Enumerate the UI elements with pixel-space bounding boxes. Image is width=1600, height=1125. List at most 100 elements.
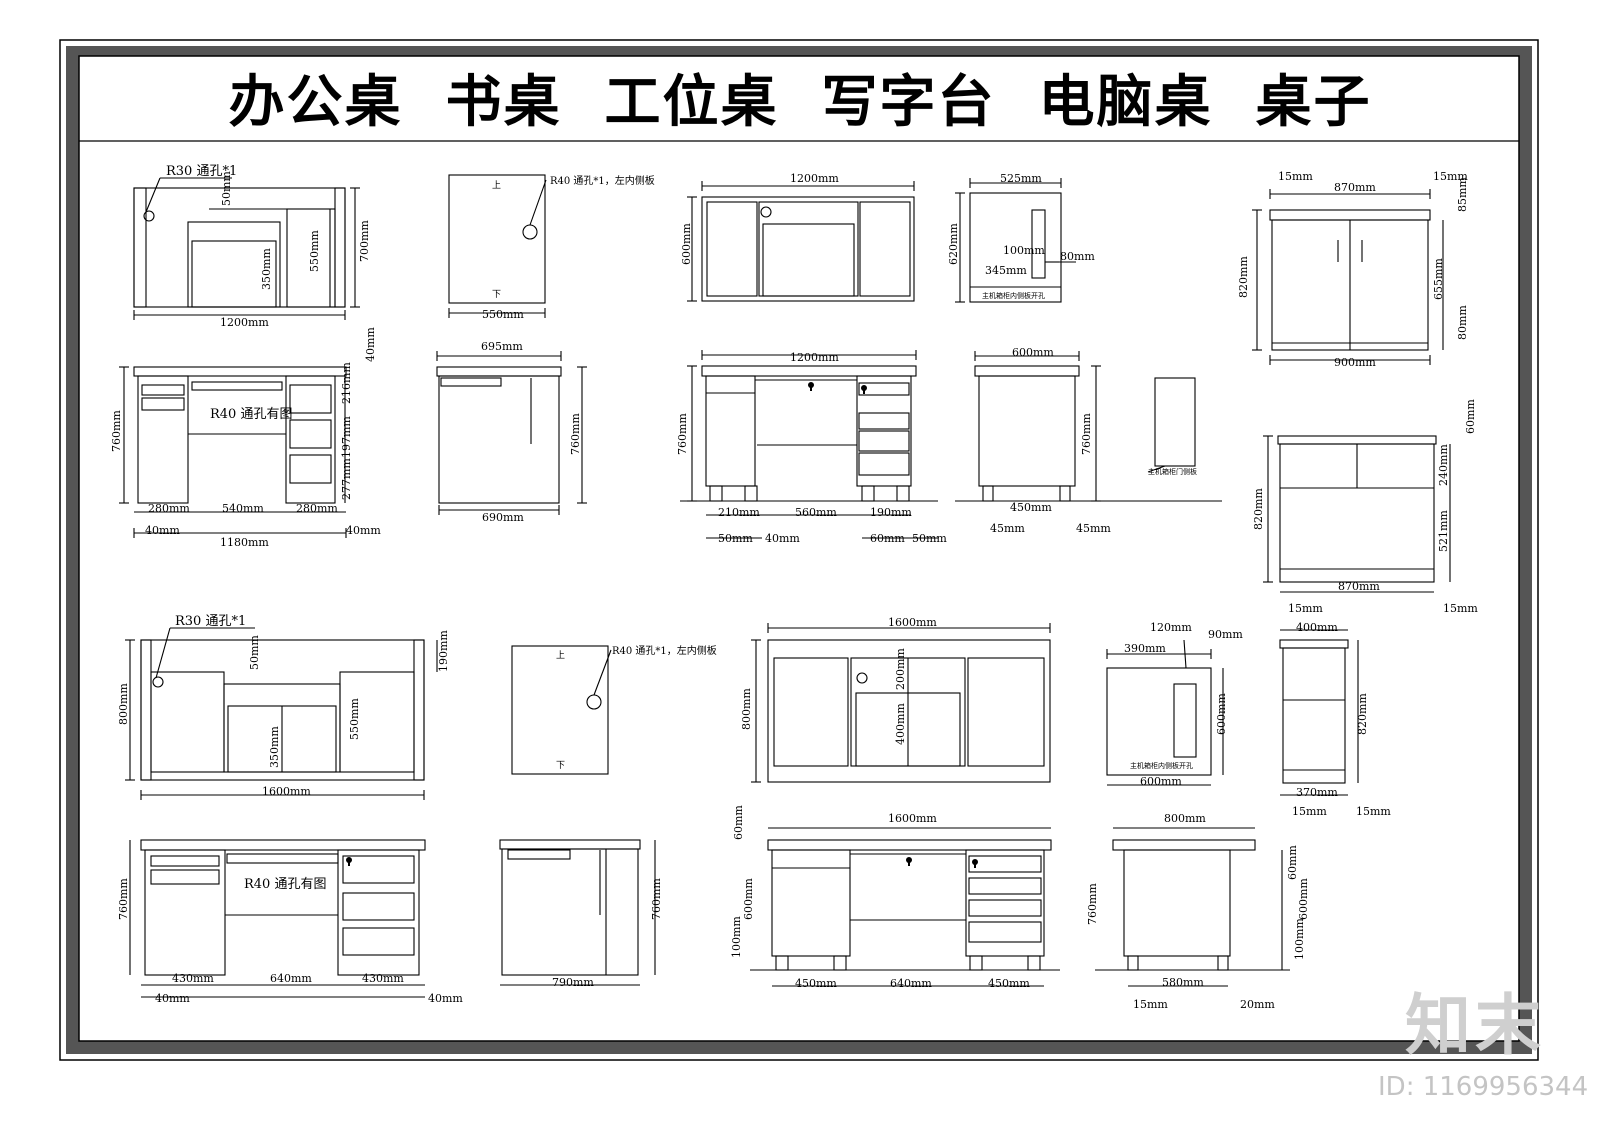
dim-label: 640mm	[270, 972, 312, 985]
dim-label: 620mm	[947, 223, 960, 265]
dim-label: 345mm	[985, 264, 1027, 277]
dim-label: 760mm	[110, 410, 123, 452]
dim-label: 1200mm	[790, 351, 839, 364]
dim-label: 550mm	[482, 308, 524, 321]
dim-label: 800mm	[117, 683, 130, 725]
dim-label: 15mm	[1433, 170, 1468, 183]
dim-label: 45mm	[990, 522, 1025, 535]
cabinet-400-side-view	[1279, 629, 1359, 796]
dim-label: 15mm	[1356, 805, 1391, 818]
dim-label: 216mm	[340, 362, 353, 404]
desk-side-host-panel	[1106, 639, 1224, 786]
label-up: 上	[492, 180, 501, 191]
dim-label: 870mm	[1334, 181, 1376, 194]
desk-1200-top-view	[687, 181, 915, 302]
dim-label: 277mm	[340, 458, 353, 500]
note-r30-hole: R30 通孔*1	[175, 614, 246, 629]
note-host-side: 主机箱柜门侧板	[1148, 467, 1197, 476]
dim-label: 550mm	[308, 230, 321, 272]
desk-1600-drawer-front	[129, 839, 426, 998]
dim-label: 200mm	[894, 648, 907, 690]
dim-label: 550mm	[348, 698, 361, 740]
dim-label: 50mm	[718, 532, 753, 545]
page-title: 办公桌 书桌 工位桌 写字台 电脑桌 桌子	[228, 70, 1372, 135]
dim-label: 1600mm	[262, 785, 311, 798]
lock-icons	[346, 382, 978, 868]
desk-1200-front-panel	[133, 177, 360, 320]
dim-label: 450mm	[1010, 501, 1052, 514]
dim-label: 1200mm	[220, 316, 269, 329]
desk-1600-front-panel	[125, 627, 438, 800]
dim-label: 40mm	[364, 327, 377, 362]
dim-label: 600mm	[1140, 775, 1182, 788]
dim-label: 60mm	[1286, 845, 1299, 880]
dim-label: 280mm	[148, 502, 190, 515]
dim-label: 600mm	[680, 223, 693, 265]
dim-label: 760mm	[1086, 883, 1099, 925]
dim-label: 700mm	[358, 220, 371, 262]
desk-side-600-legs	[955, 351, 1222, 502]
dim-label: 400mm	[894, 703, 907, 745]
dim-label: 521mm	[1437, 510, 1450, 552]
desk-side-790-view	[499, 839, 656, 986]
desk-1600-top-view	[751, 623, 1051, 783]
dim-label: 800mm	[1164, 812, 1206, 825]
dim-label: 197mm	[340, 416, 353, 458]
dim-label: 85mm	[1456, 177, 1469, 212]
dim-label: 525mm	[1000, 172, 1042, 185]
dim-label: 820mm	[1237, 256, 1250, 298]
note-host-hole: 主机箱柜内侧板开孔	[1130, 761, 1193, 770]
dim-label: 1600mm	[888, 616, 937, 629]
dim-label: 190mm	[870, 506, 912, 519]
dim-label: 690mm	[482, 511, 524, 524]
dim-label: 15mm	[1133, 998, 1168, 1011]
dim-label: 15mm	[1443, 602, 1478, 615]
dim-label: 370mm	[1296, 786, 1338, 799]
dim-label: 100mm	[730, 916, 743, 958]
dim-label: 600mm	[1297, 878, 1310, 920]
desk-side-panel-hole-2	[511, 645, 612, 775]
dim-label: 400mm	[1296, 621, 1338, 634]
dim-label: 760mm	[569, 413, 582, 455]
dim-label: 40mm	[145, 524, 180, 537]
desk-side-800-legs	[1095, 827, 1290, 987]
dim-label: 760mm	[117, 878, 130, 920]
dim-label: 40mm	[428, 992, 463, 1005]
desk-1200-drawer-front	[119, 366, 347, 538]
note-r40-figure: R40 通孔有图	[244, 877, 326, 892]
desk-side-panel-hole	[448, 174, 547, 318]
dim-label: 100mm	[1003, 244, 1045, 257]
note-r40-figure: R40 通孔有图	[210, 407, 292, 422]
dim-label: 560mm	[795, 506, 837, 519]
dim-label: 50mm	[248, 635, 261, 670]
dim-label: 190mm	[437, 630, 450, 672]
desk-1600-legs-front	[750, 827, 1060, 987]
dim-label: 40mm	[765, 532, 800, 545]
dim-label: 100mm	[1293, 918, 1306, 960]
dim-label: 540mm	[222, 502, 264, 515]
dim-label: 80mm	[1060, 250, 1095, 263]
watermark-id: ID: 1169956344	[1378, 1072, 1589, 1102]
dim-label: 760mm	[1080, 413, 1093, 455]
dim-label: 40mm	[346, 524, 381, 537]
dim-label: 900mm	[1334, 356, 1376, 369]
dim-label: 50mm	[220, 171, 233, 206]
dim-label: 90mm	[1208, 628, 1243, 641]
dim-label: 820mm	[1252, 488, 1265, 530]
watermark-logo: 知末	[1405, 987, 1545, 1064]
dim-label: 450mm	[795, 977, 837, 990]
dim-label: 450mm	[988, 977, 1030, 990]
dim-label: 640mm	[890, 977, 932, 990]
dim-label: 350mm	[268, 726, 281, 768]
dim-label: 350mm	[260, 248, 273, 290]
dim-label: 760mm	[676, 413, 689, 455]
dim-label: 1180mm	[220, 536, 269, 549]
dim-label: 430mm	[172, 972, 214, 985]
label-down: 下	[492, 290, 501, 300]
dim-label: 50mm	[912, 532, 947, 545]
dim-label: 430mm	[362, 972, 404, 985]
note-r40-side-hole: R40 通孔*1，左内侧板	[612, 644, 717, 657]
dim-label: 45mm	[1076, 522, 1111, 535]
label-down: 下	[556, 761, 565, 771]
